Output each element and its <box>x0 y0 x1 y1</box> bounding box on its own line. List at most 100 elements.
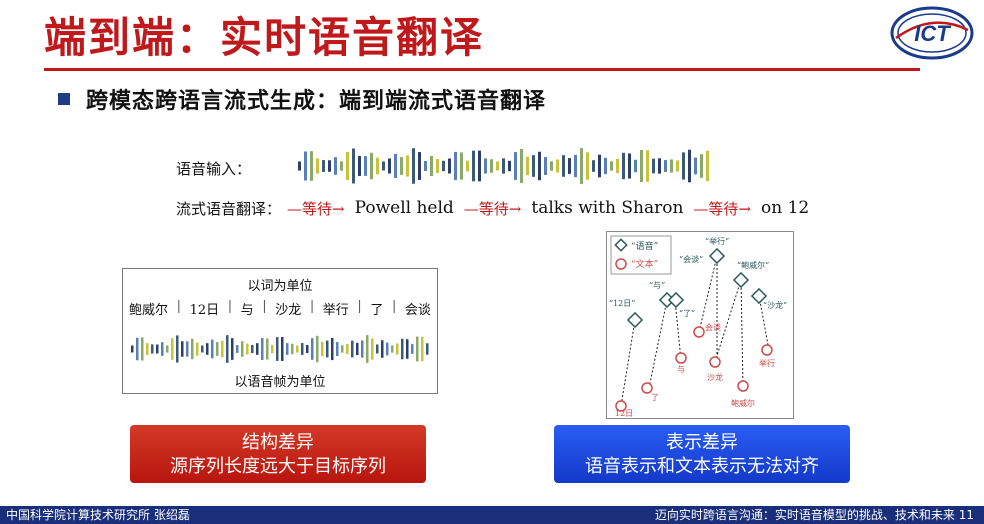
waveform-bar <box>166 345 169 353</box>
waveform-bar <box>201 345 204 353</box>
word-item: 沙龙 <box>275 303 302 318</box>
speech-waveform <box>298 148 709 184</box>
waveform-bar <box>141 337 144 361</box>
text-node-label: 与 <box>677 365 685 374</box>
word-separator: | <box>309 299 315 314</box>
waveform-bar <box>406 339 409 359</box>
waveform-bar <box>556 159 559 173</box>
waveform-bar <box>336 341 339 357</box>
waveform-bar <box>328 160 331 172</box>
ict-logo: ICT <box>890 6 974 60</box>
waveform-bar <box>676 160 679 172</box>
text-node-circle <box>709 356 721 368</box>
waveform-bar <box>592 160 595 172</box>
word-item: 与 <box>240 303 254 318</box>
waveform-bar <box>394 153 397 179</box>
waveform-bar <box>181 341 184 357</box>
text-node-circle <box>675 352 687 364</box>
waveform-bar <box>574 154 577 178</box>
text-node-label: 12日 <box>615 409 633 418</box>
banner-title: 结构差异 <box>242 432 314 453</box>
waveform-bar <box>352 148 355 184</box>
waveform-bar <box>381 340 384 358</box>
waveform-bar <box>568 158 571 174</box>
legend-diamond-icon <box>614 238 628 252</box>
speech-node-label: “12日” <box>609 299 635 308</box>
waveform-bar <box>206 343 209 355</box>
waveform-bar <box>306 344 309 354</box>
speech-node-diamond <box>750 287 768 305</box>
translation-label: 流式语音翻译： <box>176 199 282 218</box>
word-unit-caption: 以词为单位 <box>247 279 313 294</box>
banner-title: 表示差异 <box>666 432 738 453</box>
waveform-bar <box>496 161 499 171</box>
waveform-bar <box>256 343 259 355</box>
banner-subtitle: 语音表示和文本表示无法对齐 <box>585 456 819 477</box>
waveform-bar <box>311 338 314 360</box>
waveform-bar <box>376 157 379 175</box>
waveform-bar <box>340 161 343 171</box>
slide-title: 端到端：实时语音翻译 <box>44 13 485 62</box>
waveform-bar <box>616 158 619 174</box>
waveform-bar <box>321 341 324 357</box>
waveform-bar <box>271 344 274 354</box>
waveform-bar <box>171 338 174 360</box>
waveform-bar <box>301 343 304 355</box>
waveform-bar <box>416 336 419 362</box>
waveform-bar <box>628 153 631 179</box>
waveform-bar <box>640 149 643 183</box>
bullet-text: 跨模态跨语言流式生成：端到端流式语音翻译 <box>86 89 547 114</box>
speech-node-diamond <box>658 291 676 309</box>
legend-circle-icon <box>615 258 627 270</box>
waveform-bar <box>706 150 709 182</box>
text-node-circle <box>693 326 705 338</box>
waveform-bar <box>502 158 505 174</box>
word-item: 会谈 <box>404 303 431 318</box>
waveform-bar <box>532 155 535 177</box>
representation-plot: “语音” “文本” “12日” “与” “了” “会谈” <box>609 235 787 418</box>
waveform-bar <box>131 345 134 353</box>
waveform-bar <box>670 159 673 173</box>
structure-difference-banner: 结构差异 源序列长度远大于目标序列 <box>130 425 426 483</box>
waveform-bar <box>664 160 667 172</box>
waveform-bar <box>231 338 234 360</box>
waveform-bar <box>646 150 649 182</box>
waveform-bar <box>598 154 601 178</box>
waveform-bar <box>251 344 254 354</box>
waveform-bar <box>436 158 439 174</box>
waveform-bar <box>346 151 349 181</box>
waveform-bar <box>610 161 613 171</box>
waveform-bar <box>334 157 337 175</box>
banner-subtitle: 源序列长度远大于目标序列 <box>170 456 386 477</box>
waveform-bar <box>490 159 493 173</box>
waveform-bar <box>448 158 451 174</box>
waveform-bar <box>136 337 139 361</box>
waveform-bar <box>411 344 414 354</box>
waveform-bar <box>370 152 373 180</box>
waveform-bar <box>176 335 179 363</box>
speech-node-label: “会谈” <box>679 254 703 264</box>
translation-segment: talks with Sharon <box>531 198 684 218</box>
speech-node-label: “举行” <box>705 236 729 246</box>
legend-text: “文本” <box>631 258 658 270</box>
word-vs-frame-figure: 以词为单位 鲍威尔 | 12日 | 与 | 沙龙 | 举行 | 了 | 会谈 以… <box>122 268 438 394</box>
waveform-bar <box>508 160 511 172</box>
waveform-bar <box>484 158 487 174</box>
text-node-circle <box>615 400 627 412</box>
waveform-bar <box>391 345 394 353</box>
waveform-bar <box>358 156 361 176</box>
word-separator: | <box>391 299 397 314</box>
wait-marker: —等待→ <box>693 199 751 218</box>
waveform-bar <box>520 149 523 183</box>
waveform-bar <box>310 151 313 181</box>
footer-talk-title: 迈向实时跨语言沟通：实时语音模型的挑战、技术和未来 11 <box>654 508 974 522</box>
speech-node-diamond <box>667 291 685 309</box>
waveform-bar <box>361 340 364 358</box>
waveform-bar <box>550 161 553 171</box>
waveform-bar <box>366 335 369 363</box>
waveform-bar <box>454 151 457 181</box>
title-divider <box>44 68 920 71</box>
logo-text: ICT <box>914 21 951 46</box>
waveform-bar <box>291 343 294 355</box>
speech-node-label: “沙龙” <box>763 300 787 310</box>
